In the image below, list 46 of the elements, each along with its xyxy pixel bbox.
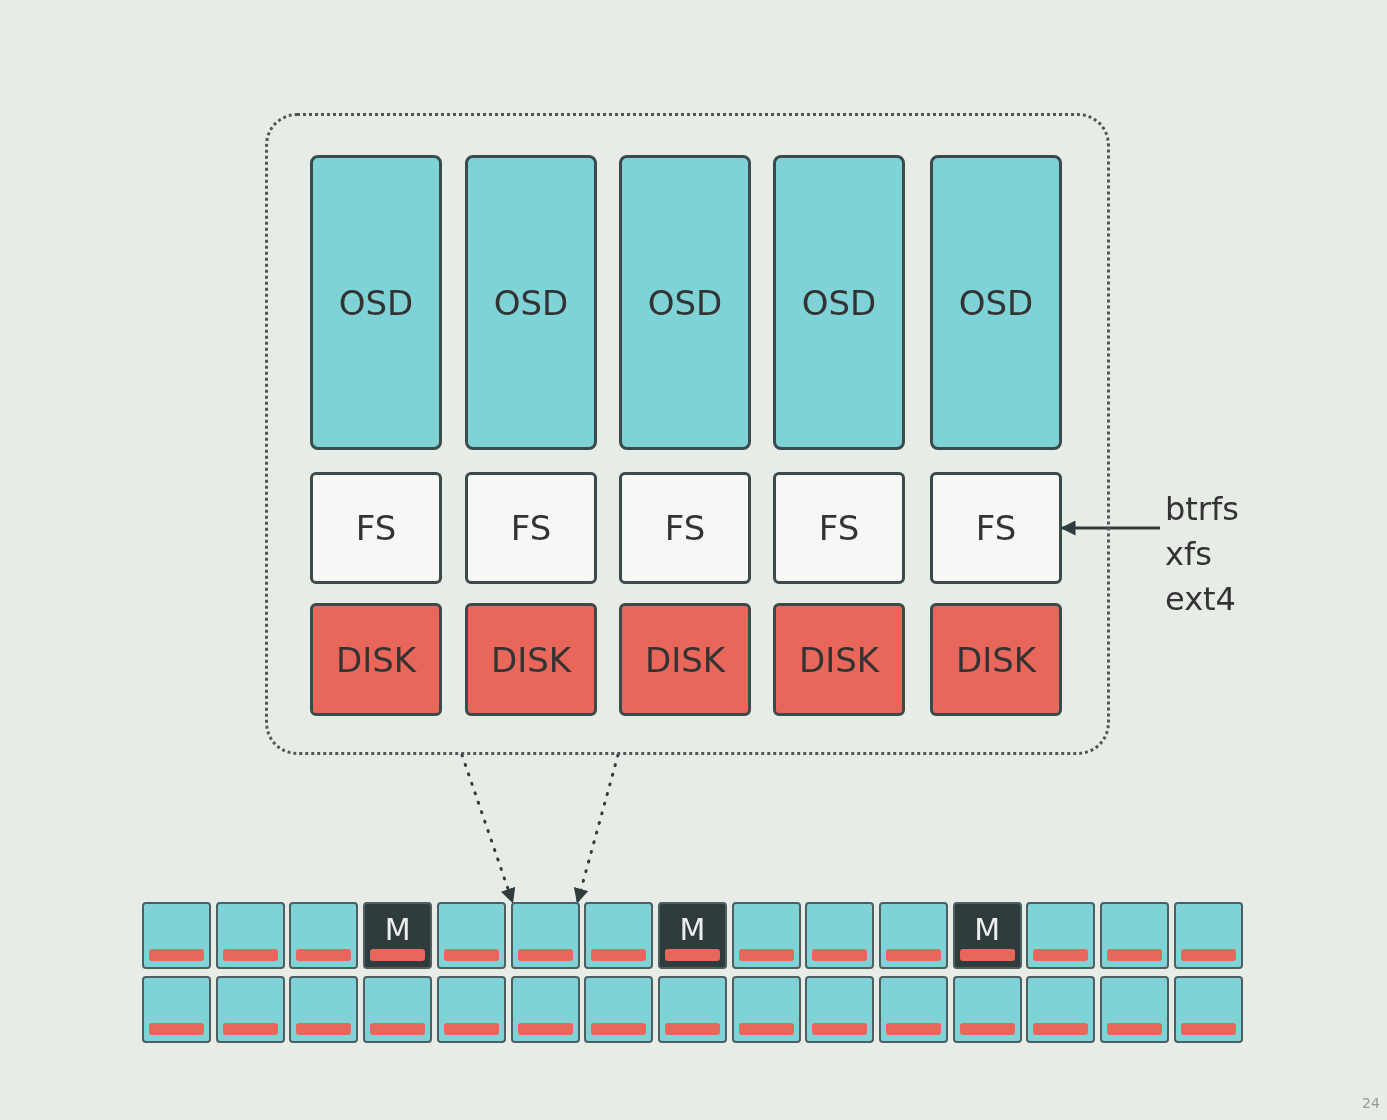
server-tile xyxy=(289,976,359,1043)
server-tile xyxy=(731,976,801,1043)
daemon-box: OSD xyxy=(310,155,442,450)
daemon-box: OSD xyxy=(619,155,751,450)
server-tile xyxy=(363,976,433,1043)
server-tile xyxy=(805,976,875,1043)
server-tile xyxy=(879,902,948,969)
server-tile xyxy=(584,902,654,969)
filesystem-box: FS xyxy=(310,472,442,584)
server-tile xyxy=(289,902,359,969)
filesystem-box: FS xyxy=(619,472,751,584)
server-tile xyxy=(510,976,580,1043)
page-number: 24 xyxy=(1362,1095,1380,1111)
server-tile: M xyxy=(952,902,1022,969)
text-note: btrfs xfs ext4 xyxy=(1165,487,1260,622)
server-tile xyxy=(879,976,948,1043)
arrow xyxy=(1060,520,1160,536)
server-tile xyxy=(731,902,801,969)
server-tile xyxy=(584,976,654,1043)
filesystem-box: FS xyxy=(930,472,1062,584)
daemon-box: OSD xyxy=(930,155,1062,450)
daemon-box: OSD xyxy=(773,155,905,450)
dotted-arrow xyxy=(573,753,620,904)
server-tile xyxy=(1100,902,1170,969)
dotted-arrow xyxy=(460,753,516,904)
server-tile xyxy=(1100,976,1170,1043)
filesystem-box: FS xyxy=(773,472,905,584)
server-tile xyxy=(657,976,727,1043)
server-tile xyxy=(1026,902,1096,969)
server-tile: M xyxy=(657,902,727,969)
server-tile xyxy=(436,976,506,1043)
server-tile xyxy=(1173,902,1243,969)
server-tile xyxy=(215,976,285,1043)
server-tile xyxy=(1026,976,1096,1043)
server-tile xyxy=(1173,976,1243,1043)
server-tile xyxy=(805,902,875,969)
dotted-callout-outline xyxy=(265,113,1110,755)
server-tile xyxy=(142,902,211,969)
daemon-box: OSD xyxy=(465,155,597,450)
server-tile xyxy=(436,902,506,969)
server-tile xyxy=(510,902,580,969)
server-tile xyxy=(142,976,211,1043)
server-tile xyxy=(215,902,285,969)
server-tile xyxy=(952,976,1022,1043)
filesystem-box: FS xyxy=(465,472,597,584)
server-tile: M xyxy=(363,902,433,969)
